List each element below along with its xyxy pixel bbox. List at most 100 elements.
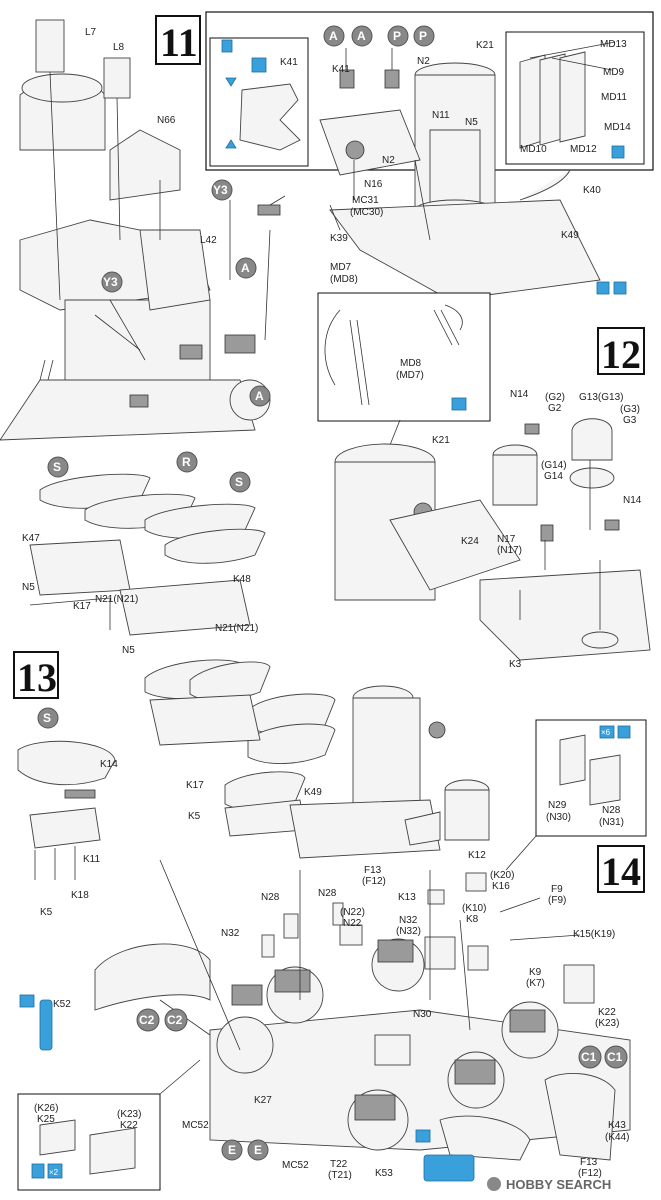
bridge-superstructure — [0, 19, 271, 441]
svg-text:Y3: Y3 — [213, 183, 228, 197]
svg-text:E: E — [254, 1143, 262, 1157]
tower-assembly — [319, 62, 601, 301]
label-N5-b: N5 — [22, 582, 35, 593]
label-G14-paren: (G14) — [541, 460, 567, 471]
part-K41-inset — [239, 83, 301, 151]
glue-icon-md — [611, 145, 625, 159]
label-N32-paren: (N32) — [396, 926, 421, 937]
label-N31-paren: (N31) — [599, 817, 624, 828]
label-N32-b: N32 — [399, 915, 418, 926]
badge-S-2: S — [229, 471, 251, 493]
label-G2-paren: (G2) — [545, 392, 565, 403]
label-MC31: MC31 — [352, 195, 379, 206]
cement-icon-2 — [19, 994, 35, 1008]
label-F9: F9 — [551, 884, 563, 895]
svg-text:E: E — [228, 1143, 236, 1157]
label-K21: K21 — [476, 40, 494, 51]
svg-text:P: P — [393, 29, 401, 43]
glue-icon-b — [596, 281, 610, 295]
count-x2-icon — [47, 1163, 63, 1179]
badge-E-pair: E E — [221, 1139, 269, 1161]
label-K49: K49 — [561, 230, 579, 241]
label-MD8: (MD8) — [330, 274, 358, 285]
cement-icon — [251, 57, 267, 73]
label-K41: K41 — [332, 64, 350, 75]
count-x6-icon — [599, 725, 615, 739]
badge-C2-pair: C2 C2 — [136, 1008, 188, 1032]
watermark-text: HOBBY SEARCH — [506, 1177, 611, 1192]
svg-text:A: A — [329, 29, 338, 43]
part-L7 — [35, 19, 65, 73]
boats-step12 — [29, 473, 266, 636]
label-K21-step12: K21 — [432, 435, 450, 446]
label-K17-a: K17 — [73, 601, 91, 612]
label-N29: N29 — [548, 800, 567, 811]
badge-S-step13: S — [37, 707, 59, 729]
label-G3-paren: (G3) — [620, 404, 640, 415]
svg-text:A: A — [255, 389, 264, 403]
arrow-down-icon — [225, 77, 237, 87]
label-N14-low: N14 — [623, 495, 642, 506]
label-L8: L8 — [113, 42, 125, 53]
label-F12-paren: (F12) — [362, 876, 386, 887]
label-N16: N16 — [364, 179, 383, 190]
brush-icon-3 — [31, 1163, 45, 1179]
guide-lines-step12 — [519, 460, 601, 630]
label-K52: K52 — [53, 999, 71, 1010]
svg-text:A: A — [357, 29, 366, 43]
label-K47: K47 — [22, 533, 40, 544]
badges-A-P: A A P P — [323, 25, 435, 47]
step-13: 13 S K14 K11 K18 K5 — [13, 651, 490, 918]
label-N21-a: N21(N21) — [95, 594, 138, 605]
label-K18: K18 — [71, 890, 89, 901]
badge-A-low: A — [249, 385, 271, 407]
svg-text:R: R — [182, 455, 191, 469]
label-K12: K12 — [468, 850, 486, 861]
label-F9-paren: (F9) — [548, 895, 566, 906]
label-MD12: MD12 — [570, 144, 597, 155]
label-N30: N30 — [413, 1009, 432, 1020]
svg-text:S: S — [235, 475, 243, 489]
label-MD8-inset: MD8 — [400, 358, 422, 369]
label-MD14: MD14 — [604, 122, 631, 133]
step-11: 11 L7 — [0, 15, 286, 441]
svg-text:A: A — [241, 261, 250, 275]
label-K23-paren-2: (K23) — [117, 1109, 141, 1120]
label-K43: K43 — [608, 1120, 626, 1131]
label-K24: K24 — [461, 536, 479, 547]
label-K17-b: K17 — [186, 780, 204, 791]
label-G13: G13(G13) — [579, 392, 623, 403]
label-L42: L42 — [200, 235, 217, 246]
deck-step14 — [94, 872, 631, 1161]
step-14: 14 ×6 N29 (N30) N28 (N31) — [17, 719, 647, 1191]
step-13-number: 13 — [17, 655, 57, 700]
badge-A-mid: A — [235, 257, 257, 279]
label-MC52-b: MC52 — [282, 1160, 309, 1171]
label-K44-paren: (K44) — [605, 1132, 629, 1143]
label-F12-b: (F12) — [578, 1168, 602, 1179]
svg-text:C1: C1 — [607, 1050, 623, 1064]
part-K52-highlight — [39, 999, 53, 1051]
gun-mount-small — [257, 195, 286, 216]
label-N21-b: N21(N21) — [215, 623, 258, 634]
part-L8 — [103, 57, 131, 99]
badge-S-1: S — [47, 456, 69, 478]
step-11-box — [155, 15, 201, 65]
label-K27: K27 — [254, 1095, 272, 1106]
svg-text:C1: C1 — [581, 1050, 597, 1064]
guide-lines-step11 — [49, 71, 271, 361]
label-N11: N11 — [432, 110, 450, 121]
label-K48: K48 — [233, 574, 251, 585]
label-G14: G14 — [544, 471, 563, 482]
tower-step13 — [289, 685, 490, 859]
label-MD9: MD9 — [603, 67, 625, 78]
step-11-detail: K41 A A P P — [205, 11, 654, 301]
label-T21-paren: (T21) — [328, 1170, 352, 1181]
label-K41-inset: K41 — [280, 57, 298, 68]
label-N2-low: N2 — [382, 155, 395, 166]
label-K25: K25 — [37, 1114, 55, 1125]
label-N5-c: N5 — [122, 645, 135, 656]
label-F13-a: F13 — [364, 865, 382, 876]
glue-icon — [221, 39, 233, 53]
label-MD7-inset: (MD7) — [396, 370, 424, 381]
